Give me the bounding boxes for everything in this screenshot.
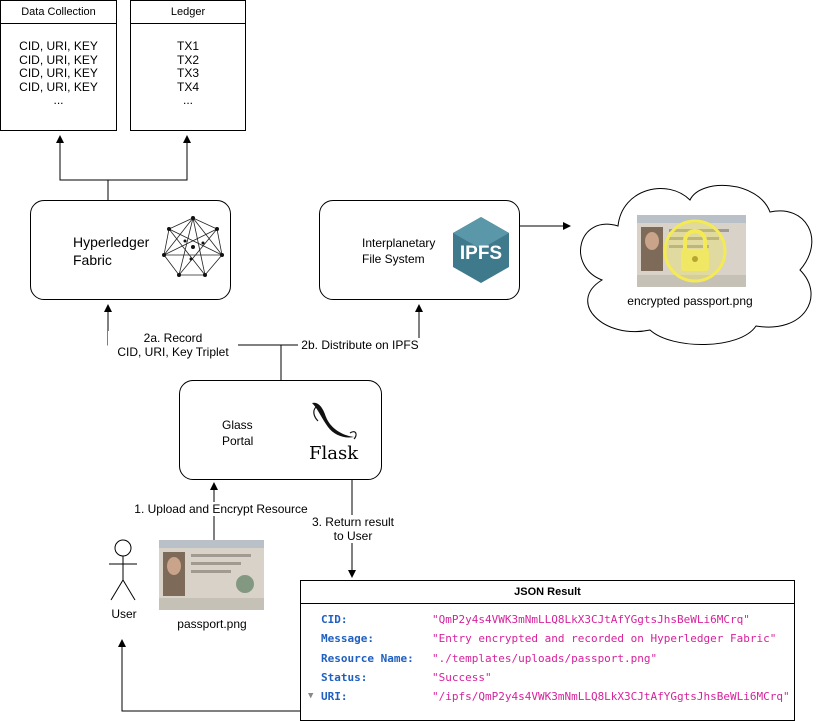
hyperledger-line1: Hyperledger (73, 234, 150, 250)
edge-fabric-to-stores (56, 135, 109, 200)
padlock-icon (663, 219, 727, 283)
json-key: Status: (321, 671, 368, 684)
data-collection-row: CID, URI, KEY (19, 79, 98, 94)
distribute-edge-label: 2b. Distribute on IPFS (298, 338, 422, 352)
json-result-panel: JSON Result CID: "QmP2y4s4VWK3mNmLLQ8LkX… (300, 580, 795, 721)
flask-logo-icon (312, 402, 357, 440)
data-collection-list: CID, URI, KEY CID, URI, KEY CID, URI, KE… (1, 24, 116, 108)
record-edge-label: 2a. Record CID, URI, Key Triplet (108, 331, 238, 359)
data-collection-row: CID, URI, KEY (19, 66, 98, 80)
json-value: "/ipfs/QmP2y4s4VWK3mNmLLQ8LkX3CJtAfYGgts… (432, 690, 790, 703)
record-label-line2: CID, URI, Key Triplet (117, 345, 229, 359)
return-edge-label: 3. Return result to User (306, 515, 400, 543)
json-key: URI: (321, 690, 348, 703)
json-value: "Entry encrypted and recorded on Hyperle… (432, 632, 777, 645)
passport-image (159, 540, 264, 610)
ipfs-logo-icon: IPFS (453, 217, 509, 283)
hyperledger-line2: Fabric (73, 252, 112, 268)
record-label-line1: 2a. Record (143, 331, 203, 345)
ipfs-line2: File System (362, 252, 425, 266)
hyperledger-title: Hyperledger Fabric (73, 233, 149, 269)
user-stick-figure-icon (109, 539, 137, 601)
return-label-line2: to User (333, 529, 373, 543)
data-collection-box: Data Collection CID, URI, KEY CID, URI, … (0, 0, 117, 131)
ipfs-title: Interplanetary File System (362, 235, 435, 267)
expand-triangle-icon[interactable]: ▼ (308, 691, 314, 701)
upload-edge-label: 1. Upload and Encrypt Resource (133, 502, 309, 516)
ledger-row: TX4 (176, 79, 199, 94)
data-collection-row: CID, URI, KEY (19, 39, 98, 53)
json-value: "./templates/uploads/passport.png" (432, 652, 658, 665)
json-key: Resource Name: (321, 652, 414, 665)
return-label-line1: 3. Return result (311, 515, 395, 529)
hyperledger-network-icon (162, 216, 224, 277)
flask-logo-text: Flask (309, 443, 359, 464)
data-collection-row: ... (53, 93, 64, 107)
data-collection-title: Data Collection (1, 1, 116, 24)
ipfs-line1: Interplanetary (362, 236, 436, 250)
passport-label: passport.png (177, 617, 247, 631)
json-key: Message: (321, 632, 374, 645)
data-collection-row: CID, URI, KEY (19, 52, 98, 67)
ipfs-logo-text: IPFS (460, 243, 502, 264)
ledger-title: Ledger (131, 1, 245, 24)
ledger-list: TX1 TX2 TX3 TX4 ... (131, 24, 245, 108)
ledger-row: ... (182, 93, 193, 107)
user-label: User (96, 607, 152, 621)
json-key: CID: (321, 613, 348, 626)
encrypted-passport-label: encrypted passport.png (627, 294, 753, 308)
ipfs-node: Interplanetary File System IPFS (319, 200, 520, 300)
ledger-box: Ledger TX1 TX2 TX3 TX4 ... (130, 0, 246, 131)
hyperledger-fabric-node: Hyperledger Fabric (30, 200, 231, 300)
json-value: "Success" (432, 671, 492, 684)
json-result-title: JSON Result (301, 581, 794, 604)
edge-json-to-user (118, 639, 300, 712)
encrypted-passport-image (637, 215, 746, 287)
glass-portal-title: Glass Portal (222, 417, 253, 449)
glass-line1: Glass (222, 418, 253, 432)
json-value: "QmP2y4s4VWK3mNmLLQ8LkX3CJtAfYGgtsJhsBeW… (432, 613, 750, 626)
glass-line2: Portal (222, 434, 254, 448)
ledger-row: TX3 (176, 66, 199, 80)
glass-portal-node: Glass Portal Flask (179, 380, 382, 480)
ledger-row: TX2 (176, 52, 199, 67)
ledger-row: TX1 (176, 39, 199, 53)
